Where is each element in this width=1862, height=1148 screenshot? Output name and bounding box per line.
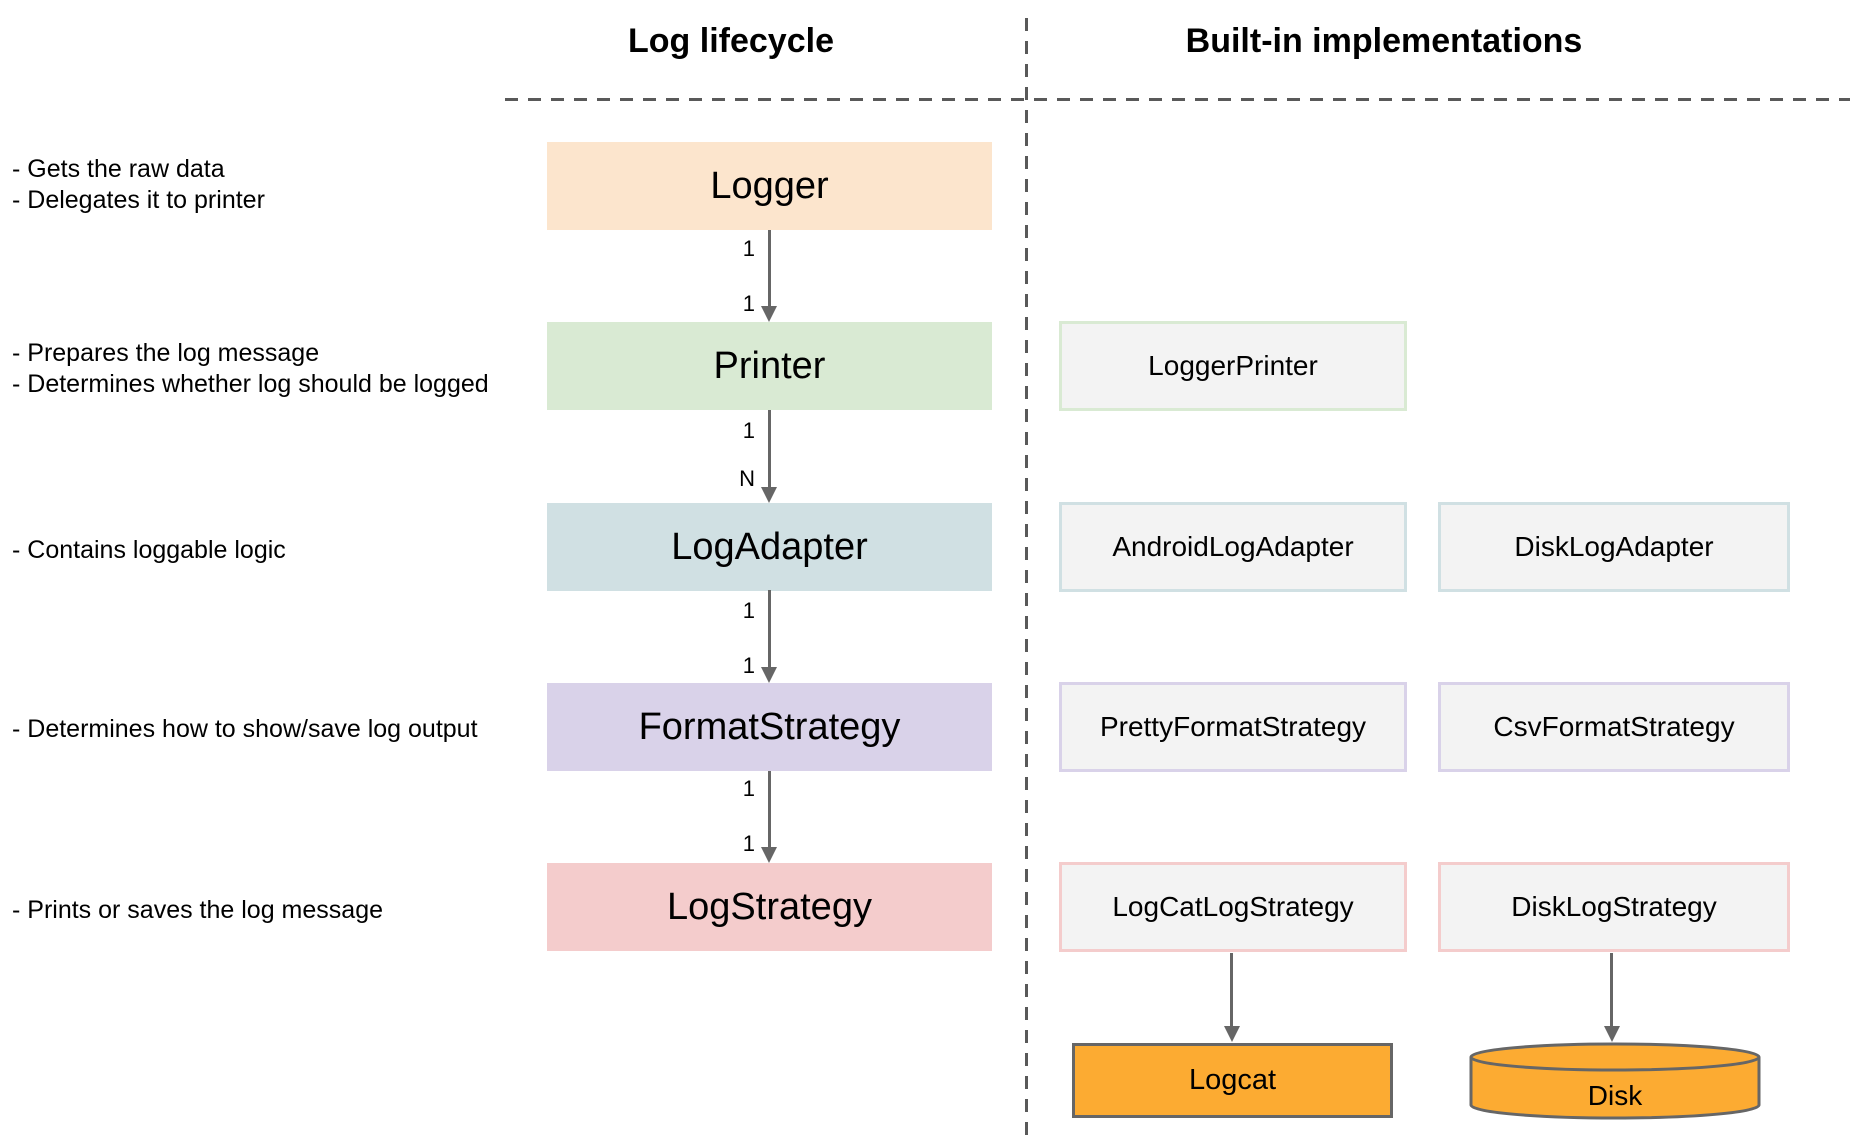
description-printer: - Prepares the log message - Determines … <box>12 338 489 400</box>
description-format-strategy: - Determines how to show/save log output <box>12 714 478 745</box>
arrowhead-icon <box>761 306 777 322</box>
impl-box-android-log-adapter: AndroidLogAdapter <box>1059 502 1407 592</box>
lifecycle-box-log-strategy: LogStrategy <box>547 863 992 951</box>
multiplicity-label: 1 <box>742 291 755 316</box>
description-line: - Contains loggable logic <box>12 536 286 564</box>
multiplicity-label: 1 <box>742 831 755 856</box>
arrow-log-adapter-to-format-strategy <box>768 590 771 667</box>
impl-box-csv-format-strategy: CsvFormatStrategy <box>1438 682 1790 772</box>
lifecycle-box-printer: Printer <box>547 322 992 410</box>
column-title-built-in-implementations: Built-in implementations <box>1185 22 1583 60</box>
impl-box-pretty-format-strategy: PrettyFormatStrategy <box>1059 682 1407 772</box>
output-label-disk: Disk <box>1587 1080 1643 1111</box>
multiplicity-label: 1 <box>742 418 755 443</box>
output-box-logcat: Logcat <box>1072 1043 1393 1118</box>
lifecycle-box-log-adapter: LogAdapter <box>547 503 992 591</box>
description-line: - Determines how to show/save log output <box>12 715 478 743</box>
arrowhead-icon <box>761 667 777 683</box>
description-line: - Delegates it to printer <box>12 186 265 214</box>
impl-box-disk-log-adapter: DiskLogAdapter <box>1438 502 1790 592</box>
description-log-strategy: - Prints or saves the log message <box>12 895 383 926</box>
vertical-dashed-divider <box>1025 18 1028 1144</box>
multiplicity-label: N <box>739 466 755 491</box>
arrowhead-icon <box>761 847 777 863</box>
description-line: - Prepares the log message <box>12 339 320 367</box>
disk-cylinder-shape <box>1469 1042 1761 1120</box>
description-line: - Gets the raw data <box>12 155 225 183</box>
arrow-disk-strategy-to-disk <box>1610 953 1613 1026</box>
impl-box-logger-printer: LoggerPrinter <box>1059 321 1407 411</box>
description-line: - Prints or saves the log message <box>12 896 383 924</box>
arrow-logcat-strategy-to-logcat <box>1230 953 1233 1026</box>
multiplicity-label: 1 <box>742 653 755 678</box>
multiplicity-label: 1 <box>742 776 755 801</box>
arrowhead-icon <box>1604 1026 1620 1042</box>
description-logger: - Gets the raw data - Delegates it to pr… <box>12 154 265 216</box>
arrowhead-icon <box>1224 1026 1240 1042</box>
horizontal-dashed-divider <box>505 98 1850 101</box>
impl-box-disk-log-strategy: DiskLogStrategy <box>1438 862 1790 952</box>
lifecycle-box-format-strategy: FormatStrategy <box>547 683 992 771</box>
multiplicity-label: 1 <box>742 598 755 623</box>
column-title-log-lifecycle: Log lifecycle <box>628 22 834 60</box>
arrow-printer-to-log-adapter <box>768 410 771 487</box>
arrow-logger-to-printer <box>768 230 771 308</box>
arrowhead-icon <box>761 487 777 503</box>
lifecycle-box-logger: Logger <box>547 142 992 230</box>
impl-box-logcat-log-strategy: LogCatLogStrategy <box>1059 862 1407 952</box>
arrow-format-strategy-to-log-strategy <box>768 771 771 847</box>
description-log-adapter: - Contains loggable logic <box>12 535 286 566</box>
description-line: - Determines whether log should be logge… <box>12 370 489 398</box>
multiplicity-label: 1 <box>742 236 755 261</box>
